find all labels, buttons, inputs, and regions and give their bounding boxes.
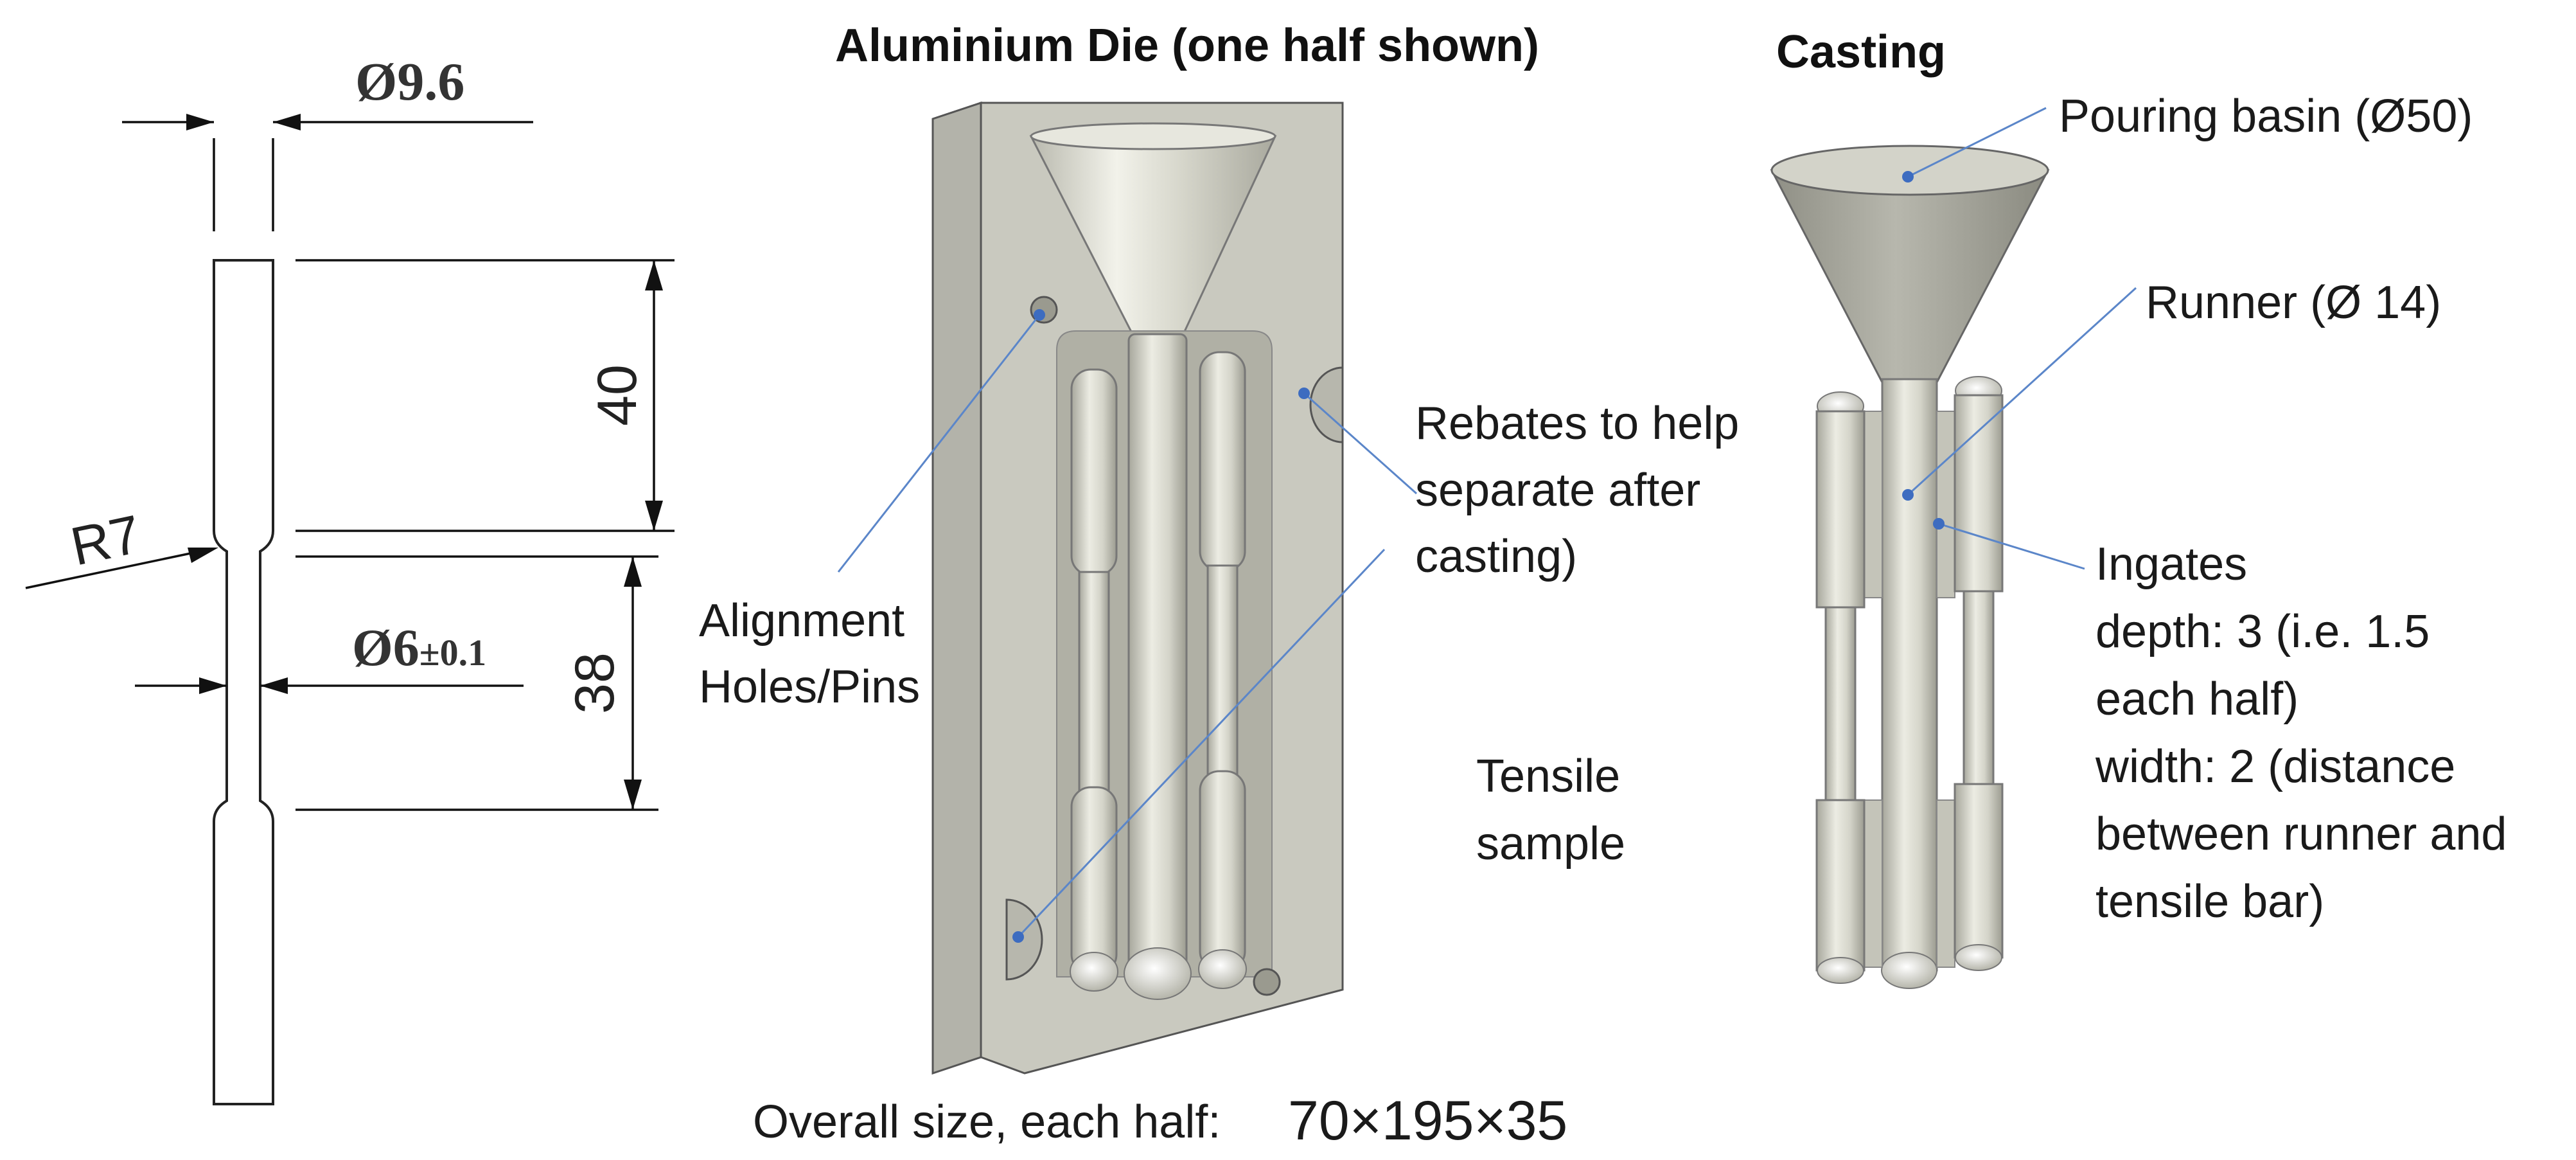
tensile-bar-outline: [213, 259, 274, 1105]
rebate-notch-icon: [1005, 898, 1043, 981]
dim-gauge-length: 38: [564, 652, 626, 714]
leader-line: [1303, 392, 1417, 495]
leader-dot: [1034, 309, 1045, 321]
casting-title: Casting: [1776, 26, 1946, 78]
die-right-bar-cavity: [1199, 351, 1246, 972]
tensile-label-line1: Tensile: [1476, 751, 1620, 802]
die-title: Aluminium Die (one half shown): [835, 20, 1539, 71]
ingate-fin: [1936, 411, 1955, 598]
leader-line: [837, 314, 1041, 573]
arrowhead: [188, 548, 218, 563]
leader-dot: [1012, 931, 1024, 943]
ingates-label-line2: depth: 3 (i.e. 1.5: [2095, 606, 2430, 657]
alignment-hole-icon: [1253, 968, 1281, 996]
rebates-label-line3: casting): [1415, 531, 1577, 582]
casting-runner: [1881, 378, 1938, 972]
ingate-fin: [1864, 799, 1883, 968]
die-basin-rim: [1030, 122, 1276, 150]
die-dome: [1070, 952, 1118, 992]
arrowhead: [186, 114, 214, 130]
arrowhead: [645, 260, 663, 290]
leader-dot: [1902, 489, 1914, 501]
casting: Casting: [1770, 26, 2507, 989]
pouring-basin-top: [1770, 145, 2049, 196]
arrowhead: [624, 780, 642, 810]
leader-line: [1938, 522, 2085, 570]
arrowhead: [199, 677, 227, 694]
leader-dot: [1933, 518, 1945, 530]
dim-radius: R7: [66, 503, 146, 576]
leader-dot: [1298, 388, 1310, 399]
dim-top-diameter: Ø9.6: [355, 52, 464, 112]
die-runner-channel: [1127, 333, 1188, 972]
dim-grip-length: 40: [587, 364, 648, 426]
tensile-label-line2: sample: [1476, 818, 1625, 870]
tensile-drawing: Ø9.6 40 38 R7 Ø6±0.1: [25, 52, 675, 1105]
die-side-face: [931, 101, 982, 1075]
ingates-label-line5: between runner and: [2095, 808, 2507, 860]
ingates-label-line6: tensile bar): [2095, 876, 2324, 927]
arrowhead: [645, 501, 663, 531]
arrowhead: [624, 557, 642, 587]
alignment-label-line2: Holes/Pins: [699, 661, 920, 713]
rebates-label-line1: Rebates to help: [1415, 398, 1739, 449]
leader-line: [1907, 287, 2137, 496]
overall-size-value: 70×195×35: [1288, 1090, 1567, 1152]
runner-label: Runner (Ø 14): [2146, 277, 2441, 328]
arrowhead: [260, 677, 288, 694]
pouring-basin-cone: [1770, 169, 2050, 384]
leader-dot: [1902, 171, 1914, 183]
ingate-fin: [1936, 799, 1955, 968]
casting-runner-end: [1881, 952, 1937, 989]
overall-size-label: Overall size, each half:: [753, 1096, 1221, 1148]
ingates-label-line1: Ingates: [2095, 539, 2247, 590]
arrowhead: [273, 114, 301, 130]
leader-line: [1907, 107, 2047, 178]
die-dome: [1198, 949, 1247, 989]
casting-left-bar: [1815, 391, 1866, 984]
leader-line: [1017, 548, 1386, 938]
die-left-bar-cavity: [1070, 368, 1118, 975]
pouring-basin-label: Pouring basin (Ø50): [2059, 91, 2473, 142]
aluminium-die: Aluminium Die (one half shown): [699, 20, 1739, 1152]
die-dome: [1124, 947, 1192, 1000]
ingates-label-line3: each half): [2095, 674, 2298, 725]
ingate-fin: [1864, 411, 1883, 598]
casting-right-bar: [1954, 376, 2004, 971]
rebates-label-line2: separate after: [1415, 465, 1700, 516]
alignment-label-line1: Alignment: [699, 595, 904, 647]
alignment-hole-icon: [1030, 296, 1058, 324]
dim-gauge-diameter: Ø6±0.1: [352, 618, 486, 677]
rebate-notch-icon: [1309, 366, 1344, 443]
radius-leader: [25, 548, 209, 589]
ingates-label-line4: width: 2 (distance: [2095, 741, 2455, 792]
